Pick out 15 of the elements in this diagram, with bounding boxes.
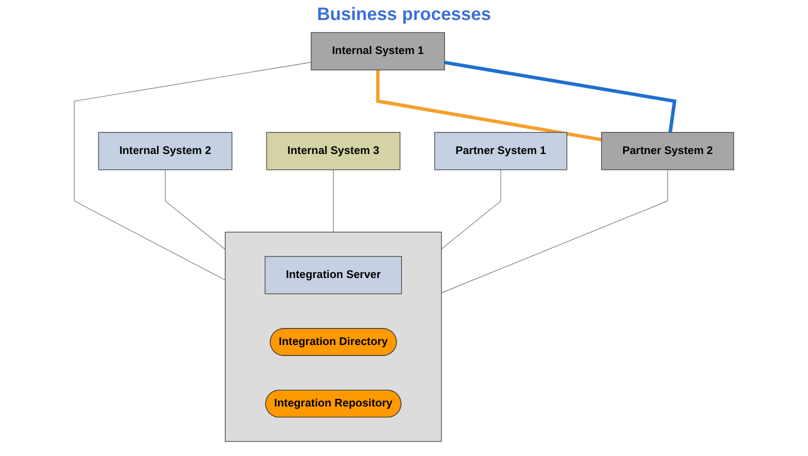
connector (376, 70, 602, 142)
connector (164, 169, 226, 250)
connector (441, 169, 502, 250)
node-box: Internal System 1 (310, 32, 445, 70)
node-box: Integration Server (264, 256, 402, 294)
cluster (224, 232, 442, 442)
node-box: Internal System 2 (98, 132, 232, 170)
connector (441, 169, 668, 294)
diagram-title: Business processes (316, 4, 492, 25)
connector (332, 169, 334, 232)
connector (444, 60, 676, 133)
node-box: Partner System 1 (434, 132, 568, 170)
node-box: Internal System 3 (266, 132, 400, 170)
connector (74, 62, 312, 280)
node-box: Partner System 2 (601, 132, 734, 170)
